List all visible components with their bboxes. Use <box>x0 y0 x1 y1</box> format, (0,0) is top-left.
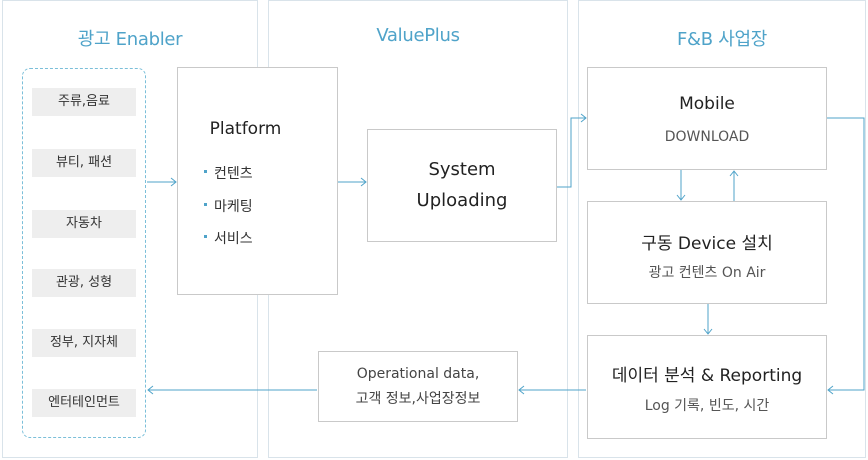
category-group <box>22 68 146 438</box>
platform-item-label: 서비스 <box>214 231 253 247</box>
arrowhead-icon <box>676 194 686 201</box>
system-uploading-line1: System <box>428 159 496 180</box>
analysis-title: 데이터 분석 & Reporting <box>611 366 803 386</box>
platform-item-label: 마케팅 <box>214 199 253 215</box>
bullet-icon <box>204 203 207 206</box>
category-item: 정부, 지자체 <box>32 329 136 357</box>
system-uploading-line2: Uploading <box>416 190 508 211</box>
mobile-title: Mobile <box>679 94 735 114</box>
arrowhead-icon <box>518 385 525 395</box>
category-item: 엔터테인먼트 <box>32 389 136 417</box>
arrowhead-icon <box>580 113 587 123</box>
panel-title-valueplus: ValuePlus <box>376 25 460 46</box>
arrowhead-icon <box>827 385 834 395</box>
category-item: 주류,음료 <box>32 88 136 116</box>
arrowhead-icon <box>360 177 367 187</box>
device-sub: 광고 컨텐츠 On Air <box>648 265 766 281</box>
arrowhead-icon <box>147 385 154 395</box>
arrowhead-icon <box>729 170 739 177</box>
operational-data-box: Operational data, 고객 정보,사업장정보 <box>318 351 518 422</box>
category-item: 뷰티, 패션 <box>32 149 136 177</box>
bullet-icon <box>204 170 207 173</box>
mobile-box: Mobile DOWNLOAD <box>587 67 827 170</box>
platform-item: 서비스 <box>204 228 253 248</box>
bullet-icon <box>204 235 207 238</box>
platform-item-label: 컨텐츠 <box>214 166 253 182</box>
category-item: 관광, 성형 <box>32 269 136 297</box>
platform-item: 마케팅 <box>204 196 253 216</box>
arrowhead-icon <box>703 328 713 335</box>
platform-title: Platform <box>209 119 282 139</box>
device-title: 구동 Device 설치 <box>641 234 773 254</box>
arrow-mobile-to-analysis <box>827 117 865 391</box>
device-box: 구동 Device 설치 광고 컨텐츠 On Air <box>587 201 827 304</box>
category-item: 자동차 <box>32 210 136 238</box>
platform-box: Platform 컨텐츠 마케팅 서비스 <box>177 67 338 295</box>
arrow-system-to-mobile <box>557 117 586 188</box>
arrowhead-icon <box>170 177 177 187</box>
panel-title-fnb: F&B 사업장 <box>676 29 768 50</box>
analysis-box: 데이터 분석 & Reporting Log 기록, 빈도, 시간 <box>587 335 827 439</box>
analysis-sub: Log 기록, 빈도, 시간 <box>644 398 770 414</box>
operational-line1: Operational data, <box>356 366 480 382</box>
operational-line2: 고객 정보,사업장정보 <box>355 391 481 407</box>
mobile-sub: DOWNLOAD <box>664 129 750 145</box>
system-uploading-box: System Uploading <box>367 129 557 242</box>
panel-title-ad-enabler: 광고 Enabler <box>77 29 183 50</box>
platform-item: 컨텐츠 <box>204 163 253 183</box>
